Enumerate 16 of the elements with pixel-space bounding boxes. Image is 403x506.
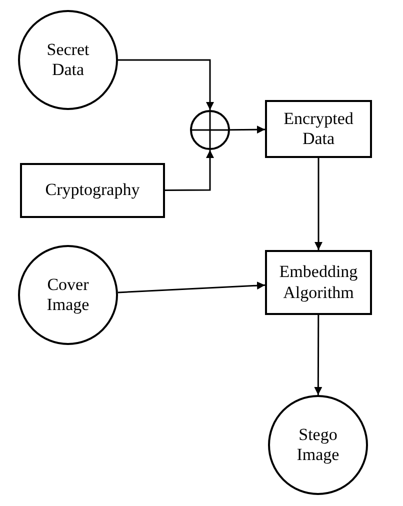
arrow: [118, 59, 214, 110]
arrow: [230, 126, 265, 134]
process-box: [20, 163, 165, 218]
node-label: Cover Image: [46, 274, 90, 316]
xor-symbol: [190, 110, 230, 150]
arrow: [314, 315, 322, 395]
node-label: Encrypted Data: [282, 108, 354, 150]
process-box: [265, 100, 372, 158]
node-label: Cryptography: [45, 180, 140, 201]
arrow: [314, 158, 322, 250]
arrow: [165, 150, 214, 191]
arrow: [118, 282, 266, 294]
node-label: Secret Data: [46, 40, 90, 80]
node-label: Embedding Algorithm: [278, 262, 359, 303]
process-box: [265, 250, 372, 315]
node-label: Stego Image: [296, 424, 340, 466]
